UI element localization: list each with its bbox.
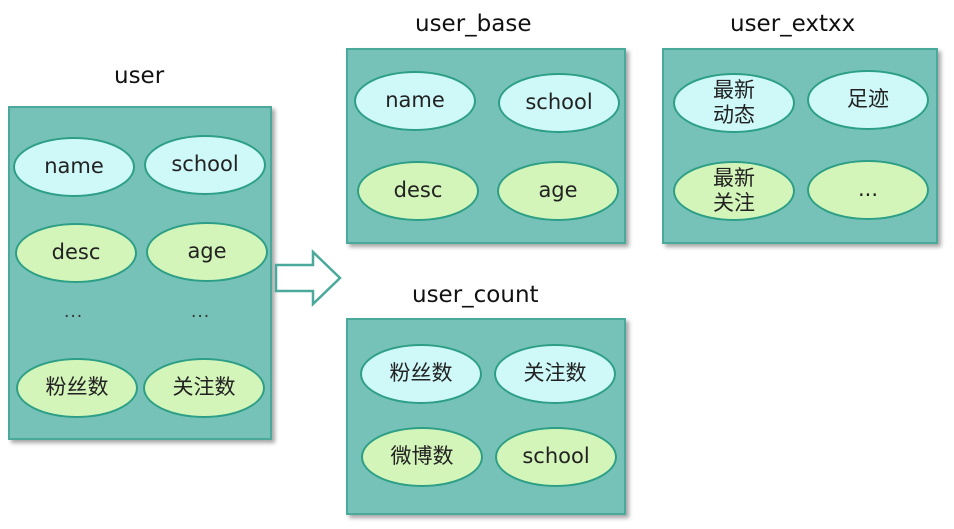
user-extxx-field-latest-activity: 最新 动态 xyxy=(673,73,795,133)
user-base-box: name school desc age xyxy=(346,48,626,244)
user-base-field-age: age xyxy=(497,161,619,221)
user-base-field-school: school xyxy=(498,73,620,133)
user-extxx-title: user_extxx xyxy=(730,11,856,37)
user-base-field-name: name xyxy=(354,71,476,131)
user-field-fans: 粉丝数 xyxy=(16,358,138,418)
user-extxx-field-latest-following: 最新 关注 xyxy=(673,161,795,221)
user-extxx-box: 最新 动态 足迹 最新 关注 ... xyxy=(662,48,938,244)
user-base-title: user_base xyxy=(415,11,532,37)
user-base-field-desc: desc xyxy=(357,161,479,221)
user-field-school: school xyxy=(144,135,266,195)
user-field-ellipsis-right: ... xyxy=(191,302,211,322)
user-count-box: 粉丝数 关注数 微博数 school xyxy=(346,318,626,515)
user-count-title: user_count xyxy=(412,282,539,308)
user-count-field-school: school xyxy=(495,427,617,487)
user-field-age: age xyxy=(146,222,268,282)
user-table-box: name school desc age ... ... 粉丝数 关注数 xyxy=(8,106,272,440)
user-count-field-following: 关注数 xyxy=(494,344,616,404)
user-field-desc: desc xyxy=(15,223,137,283)
user-table-title: user xyxy=(114,63,165,89)
user-extxx-field-footprint: 足迹 xyxy=(807,70,929,130)
split-arrow-icon xyxy=(274,249,342,307)
user-count-field-fans: 粉丝数 xyxy=(360,344,482,404)
user-field-ellipsis-left: ... xyxy=(64,302,84,322)
user-field-following: 关注数 xyxy=(143,358,265,418)
user-extxx-field-more: ... xyxy=(807,160,929,220)
user-count-field-weibo: 微博数 xyxy=(361,427,483,487)
user-field-name: name xyxy=(13,137,135,197)
